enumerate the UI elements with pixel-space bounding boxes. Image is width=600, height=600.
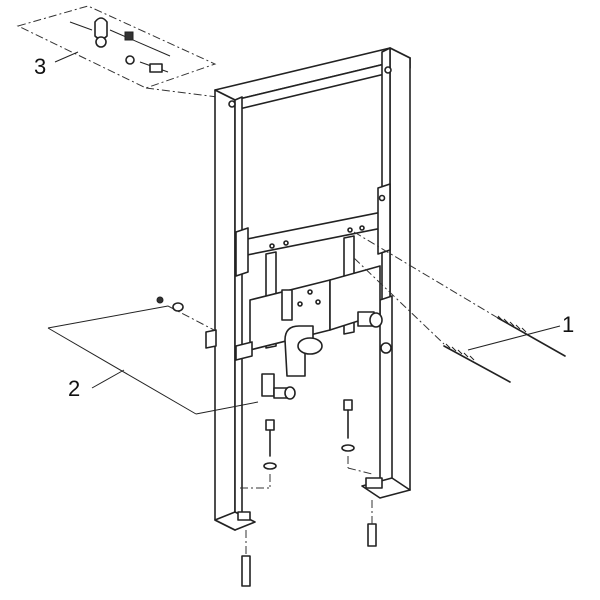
- rod-2-dash: [353, 257, 445, 345]
- lower-left-bracket: [235, 341, 253, 361]
- side-fitting-detail: 2: [47, 296, 296, 415]
- side-valve-body: [261, 373, 275, 397]
- left-bolt-washer: [263, 462, 277, 470]
- left-floor-anchor: [241, 555, 251, 587]
- top-hole-left: [228, 100, 236, 108]
- right-foot-plate: [365, 477, 383, 489]
- rod-2: [443, 345, 511, 383]
- installation-frame: [205, 47, 411, 531]
- rod-1-thread: [497, 315, 527, 333]
- waste-outlet: [297, 337, 323, 355]
- fitting-washer: [172, 302, 184, 312]
- crossbar-hole-4: [359, 225, 365, 231]
- top-hole: [384, 66, 392, 74]
- wall-bracket: [94, 17, 108, 40]
- right-clamp: [377, 183, 391, 255]
- right-bolt-head: [343, 399, 353, 411]
- rod-1-dash: [353, 231, 499, 319]
- frame-left-upright-side: [234, 96, 243, 531]
- frame-right-upright: [389, 47, 411, 491]
- crossbar-hole-2: [283, 240, 289, 246]
- kit-screw-1: [69, 21, 93, 31]
- crossbar-hole-3: [347, 227, 353, 233]
- plate-hole-2: [315, 299, 321, 305]
- kit-screw-2: [109, 29, 171, 57]
- fitting-leader-dashed: [167, 305, 215, 331]
- side-valve-end: [284, 386, 296, 400]
- left-clamp: [235, 227, 249, 277]
- clamp-screw: [378, 194, 386, 202]
- fixing-kit-leader-dashed: [145, 87, 226, 99]
- crossbar-hole-1: [269, 243, 275, 249]
- threaded-rods: 1: [353, 231, 574, 383]
- right-side-fitting: [380, 342, 392, 354]
- left-side-bracket: [205, 329, 217, 349]
- callout-2-label: 2: [68, 376, 80, 401]
- left-foot: [214, 511, 256, 531]
- callout-3-label: 3: [34, 54, 46, 79]
- left-foot-plate: [237, 511, 251, 521]
- rod-2-thread: [445, 343, 475, 361]
- fixing-kit-outline: [16, 5, 217, 89]
- callout-3-leader: [54, 51, 79, 63]
- frame-upper-crossbar: [241, 211, 383, 257]
- bracket-washer: [95, 36, 107, 48]
- callout-2-leader: [91, 369, 125, 389]
- rod-1: [497, 317, 566, 357]
- plate-hole-1: [307, 289, 313, 295]
- valve-body: [281, 289, 293, 321]
- fixing-kit-detail: 3: [16, 5, 226, 99]
- kit-nut: [124, 31, 134, 41]
- callout-1-leader: [467, 325, 561, 351]
- fitting-nut: [156, 296, 164, 304]
- frame-left-upright: [214, 89, 236, 531]
- fitting-box-top: [47, 305, 169, 329]
- right-floor-anchor: [367, 523, 377, 547]
- left-bolt-head: [265, 419, 275, 431]
- kit-washer: [125, 55, 135, 65]
- callout-1-label: 1: [562, 312, 574, 337]
- plate-hole-3: [297, 301, 303, 307]
- right-bolt-washer: [341, 444, 355, 452]
- right-bolt-dash-h: [347, 467, 373, 475]
- floor-fixings: [240, 399, 377, 587]
- supply-connector-end: [369, 312, 383, 328]
- fitting-box-bottom: [195, 401, 259, 415]
- kit-anchor: [149, 63, 163, 73]
